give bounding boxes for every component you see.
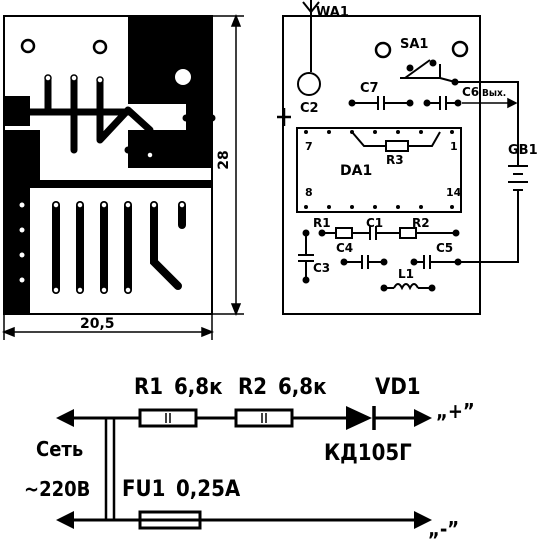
pcb-dimension-width [1,314,215,340]
label-pin8: 8 [305,186,313,199]
pcb-height-label: 28 [216,150,232,169]
label-pin1: 1 [450,140,458,153]
label-r2-value: 6,8к [278,375,327,400]
label-r1-value: 6,8к [174,375,223,400]
label-wa1: WA1 [316,5,349,20]
component-board-outline [282,15,481,315]
pcb-strips [52,201,186,294]
label-mains-voltage: ~220В [24,477,90,501]
inductor-l1 [380,283,436,292]
capacitor-c4 [340,255,388,269]
label-vd1-type: КД105Г [324,441,412,466]
label-c3: C3 [313,261,330,275]
label-c2: C2 [300,101,319,116]
label-sa1: SA1 [400,37,428,52]
label-da1: DA1 [340,163,372,179]
label-r1: R1 [313,216,331,230]
pcb-edge-pads [19,202,25,283]
arrow-right-bottom [414,511,432,529]
label-output: Вых. [482,88,506,99]
label-c4: C4 [336,241,353,255]
mains-connector [104,418,116,520]
label-r2: R2 [412,216,430,230]
component-mounting-holes [374,40,469,59]
row-r1-c1-r2 [318,226,460,240]
label-c7: C7 [360,81,379,96]
label-c5: C5 [436,241,453,255]
capacitor-c5 [410,255,462,269]
label-fu1-value: 0,25А [176,477,241,502]
label-pin7: 7 [305,140,313,153]
capacitor-c6 [423,96,462,110]
arrow-right-top [414,409,432,427]
power-supply-schematic: R1 6,8к R2 6,8к VD1 „+” КД105Г Сеть ~ [24,375,475,541]
pcb-pads [44,74,186,294]
capacitor-c3 [298,229,314,284]
label-vd1: VD1 [375,375,421,400]
label-c6: C6 [462,85,479,99]
pcb-component-view: WA1 C2 SA1 C7 [277,0,538,315]
label-mains: Сеть [36,437,83,461]
top-wire [66,406,420,430]
capacitor-c7 [348,96,414,110]
label-fu1: FU1 [122,477,165,502]
diode-vd1 [346,406,372,430]
chip-da1 [296,127,462,213]
pcb-width-label: 20,5 [80,316,115,332]
pcb-traces [26,74,216,159]
label-c1: C1 [366,216,383,230]
pcb-dimension-height [212,13,244,317]
capacitor-c2 [277,108,291,126]
resistor-r3 [351,131,441,152]
antenna-wa1 [297,0,321,96]
label-l1: L1 [398,267,414,281]
label-r3: R3 [386,153,404,167]
label-r1-schematic: R1 [134,375,163,400]
label-pin14: 14 [446,186,462,199]
label-r2-schematic: R2 [238,375,267,400]
arrow-left-bottom [56,511,74,529]
pcb-trace-view: 20,5 28 [1,13,244,340]
switch-sa1 [400,59,459,86]
chip-pins [304,130,454,209]
output-arrow [462,97,518,109]
label-gb1: GB1 [508,143,538,158]
arrow-left-top [56,409,74,427]
bottom-wire [66,510,420,530]
battery-gb1 [455,81,528,263]
pcb-mounting-holes [20,38,108,55]
label-plus: „+” [436,399,475,423]
label-minus: „-” [428,517,459,541]
pcb-hole [175,69,191,85]
